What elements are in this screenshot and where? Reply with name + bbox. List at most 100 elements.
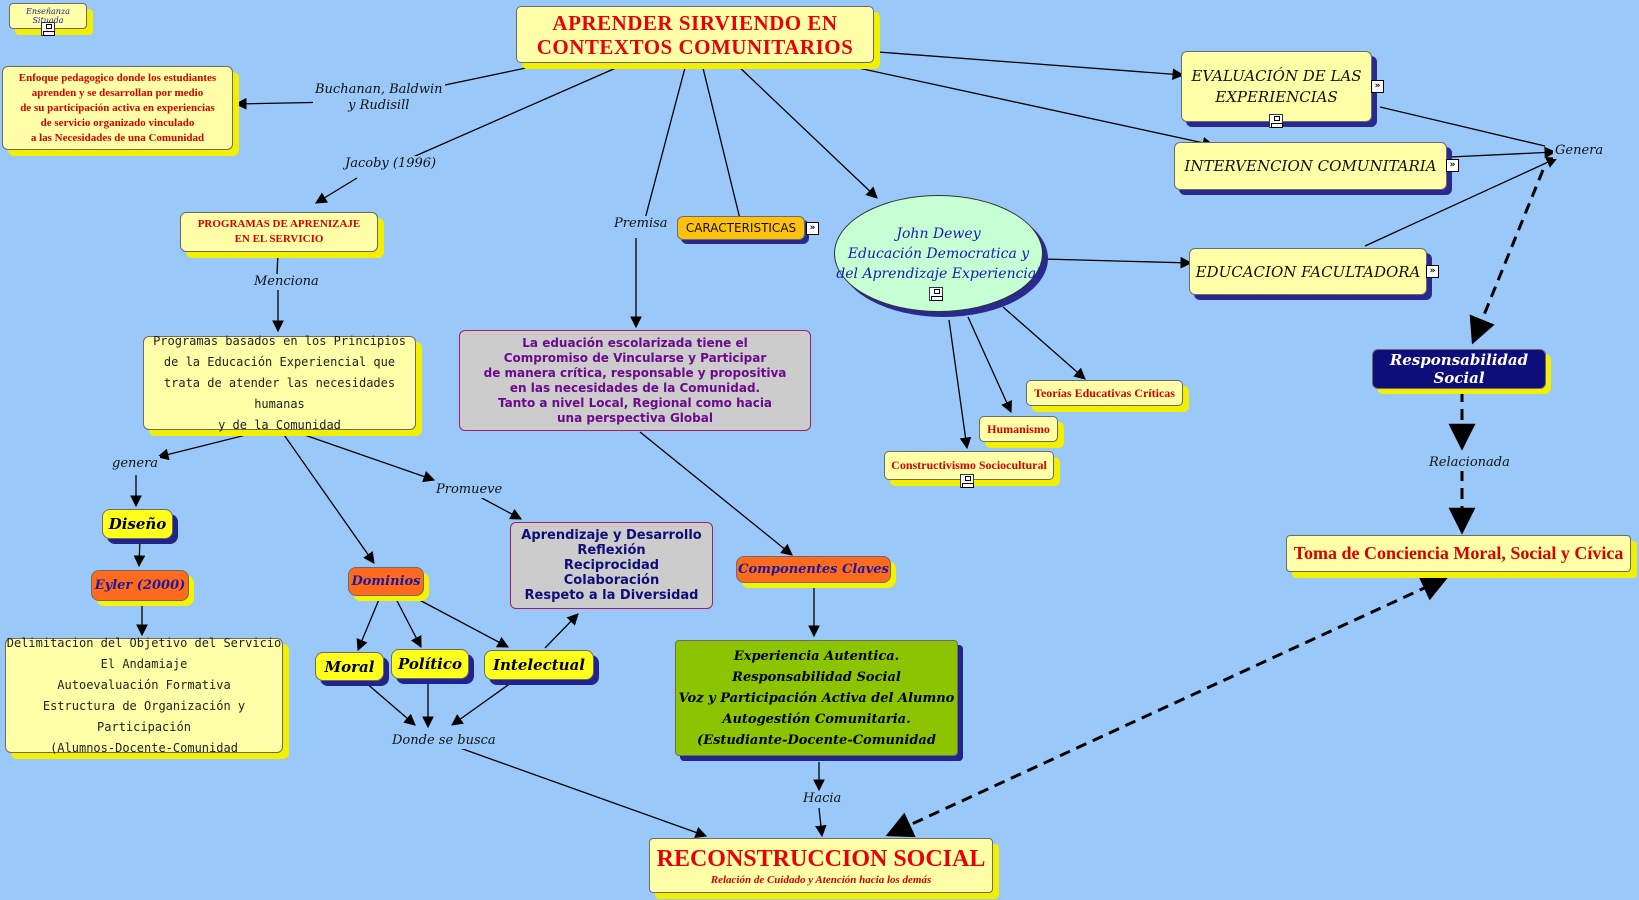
delimitacion-node[interactable]: Delimitacion del Objetivo del Servicio E… [5, 636, 283, 755]
link-label-menciona: Menciona [252, 274, 321, 290]
evaluacion-node[interactable]: EVALUACIÓN DE LAS EXPERIENCIAS [1181, 51, 1372, 122]
link-label-genera-right: Genera [1553, 143, 1606, 159]
definition-line: de servicio organizado vinculado [40, 116, 195, 129]
responsabilidad-text: Responsabilidad Social [1389, 351, 1529, 387]
intelectual-text: Intelectual [492, 656, 586, 674]
aprendizaje-line: Reciprocidad [563, 558, 660, 573]
compromiso-line: en las necesidades de la Comunidad. [509, 380, 761, 395]
experiencia-line: Voz y Participación Activa del Alumno [678, 690, 955, 706]
buchanan-line: Buchanan, Baldwin [315, 82, 443, 97]
intelectual-node[interactable]: Intelectual [484, 650, 594, 680]
submap-icon[interactable] [929, 287, 943, 301]
programas-line: PROGRAMAS DE APRENIZAJE [197, 218, 361, 230]
aprendizaje-line: Aprendizaje y Desarrollo [521, 528, 702, 543]
compromiso-line: Tanto a nivel Local, Regional como hacia [497, 395, 773, 410]
aprendizaje-line: Colaboración [563, 573, 660, 588]
link-label-hacia: Hacia [801, 791, 844, 807]
experiencia-line: Responsabilidad Social [732, 669, 901, 685]
compromiso-line: La eduación escolarizada tiene el [522, 335, 748, 350]
responsabilidad-node[interactable]: Responsabilidad Social [1372, 349, 1546, 389]
intervencion-text: INTERVENCION COMUNITARIA [1184, 157, 1437, 175]
link-label-buchanan: Buchanan, Baldwin y Rudisill [313, 82, 445, 114]
aprendizaje-node[interactable]: Aprendizaje y Desarrollo Reflexión Recip… [510, 522, 713, 609]
definition-line: Enfoque pedagogico donde los estudiantes [18, 71, 217, 84]
compromiso-node[interactable]: La eduación escolarizada tiene el Compro… [459, 330, 811, 431]
humanismo-node[interactable]: Humanismo [979, 416, 1058, 442]
programas-line: EN EL SERVICIO [234, 233, 324, 245]
reconstruccion-node[interactable]: RECONSTRUCCION SOCIAL Relación de Cuidad… [649, 838, 993, 893]
definition-line: de su participación activa en experienci… [20, 101, 215, 114]
principios-line: y de la Comunidad [218, 417, 341, 432]
definition-node[interactable]: Enfoque pedagogico donde los estudiantes… [2, 66, 233, 150]
expand-icon[interactable]: » [1371, 80, 1384, 93]
principios-node[interactable]: Programas basados en los Principios de l… [143, 334, 416, 432]
link-label-promueve: Promueve [434, 482, 505, 498]
toma-text: Toma de Conciencia Moral, Social y Cívic… [1293, 543, 1624, 563]
humanismo-text: Humanismo [987, 421, 1050, 436]
constructivismo-text: Constructivismo Sociocultural [891, 458, 1047, 472]
title-line-2: CONTEXTOS COMUNITARIOS [536, 34, 854, 59]
delimitacion-line: (Alumnos-Docente-Comunidad [50, 740, 238, 755]
delimitacion-line: El Andamiaje [100, 656, 188, 671]
dewey-line: del Aprendizaje Experiencial [836, 265, 1041, 282]
programas-node[interactable]: PROGRAMAS DE APRENIZAJE EN EL SERVICIO [180, 212, 378, 252]
dewey-line: John Dewey [896, 225, 981, 242]
politico-node[interactable]: Político [391, 649, 469, 679]
principios-line: Programas basados en los Principios [153, 333, 406, 348]
experiencia-line: (Estudiante-Docente-Comunidad [697, 732, 936, 748]
facultadora-node[interactable]: EDUCACION FACULTADORA [1189, 248, 1427, 295]
dominios-node[interactable]: Dominios [348, 567, 424, 596]
reconstruccion-title: RECONSTRUCCION SOCIAL [656, 845, 986, 872]
link-label-premisa: Premisa [612, 216, 670, 232]
submap-icon[interactable] [41, 22, 55, 36]
expand-icon[interactable]: » [1446, 159, 1459, 172]
moral-text: Moral [324, 657, 375, 676]
submap-icon[interactable] [1269, 114, 1283, 128]
eyler-node[interactable]: Eyler (2000) [91, 570, 189, 601]
delimitacion-line: Estructura de Organización y Participaci… [42, 698, 246, 734]
link-label-jacoby: Jacoby (1996) [343, 156, 439, 172]
moral-node[interactable]: Moral [315, 652, 384, 681]
toma-node[interactable]: Toma de Conciencia Moral, Social y Cívic… [1286, 535, 1631, 572]
expand-icon[interactable]: » [1426, 265, 1439, 278]
principios-line: trata de atender las necesidades humanas [163, 375, 396, 411]
componentes-node[interactable]: Componentes Claves [736, 556, 891, 583]
expand-icon[interactable]: » [806, 222, 819, 235]
caracteristicas-node[interactable]: CARACTERISTICAS [677, 216, 805, 240]
delimitacion-line: Delimitacion del Objetivo del Servicio [6, 635, 282, 650]
link-label-genera: genera [110, 456, 161, 472]
link-label-donde: Donde se busca [390, 733, 498, 749]
dewey-line: Educación Democratica y [847, 245, 1030, 262]
teorias-text: Teorías Educativas Críticas [1034, 385, 1175, 400]
buchanan-line: y Rudisill [348, 98, 410, 113]
compromiso-line: Compromiso de Vincularse y Participar [503, 350, 767, 365]
definition-line: aprenden y se desarrollan por medio [31, 86, 204, 99]
diseno-text: Diseño [108, 515, 167, 533]
experiencia-node[interactable]: Experiencia Autentica. Responsabilidad S… [675, 640, 958, 756]
aprendizaje-line: Reflexión [577, 543, 646, 558]
submap-icon[interactable] [960, 474, 974, 488]
caracteristicas-text: CARACTERISTICAS [685, 221, 797, 235]
link-label-relacionada: Relacionada [1427, 455, 1512, 471]
definition-line: a las Necesidades de una Comunidad [30, 131, 205, 144]
delimitacion-line: Autoevaluación Formativa [57, 677, 231, 692]
evaluacion-line: EXPERIENCIAS [1215, 87, 1338, 106]
title-line-1: APRENDER SIRVIENDO EN [552, 10, 838, 35]
intervencion-node[interactable]: INTERVENCION COMUNITARIA [1174, 142, 1447, 190]
dominios-text: Dominios [351, 574, 421, 589]
badge-text: Enseñanza Situada [26, 7, 70, 25]
teorias-node[interactable]: Teorías Educativas Críticas [1026, 380, 1183, 406]
diseno-node[interactable]: Diseño [102, 509, 173, 539]
compromiso-line: de manera crítica, responsable y proposi… [483, 365, 787, 380]
principios-line: de la Educación Experiencial que [163, 354, 396, 369]
title-node[interactable]: APRENDER SIRVIENDO EN CONTEXTOS COMUNITA… [516, 6, 874, 63]
reconstruccion-subtitle: Relación de Cuidado y Atención hacia los… [710, 873, 932, 886]
compromiso-line: una perspectiva Global [557, 410, 713, 425]
politico-text: Político [397, 655, 463, 673]
aprendizaje-line: Respeto a la Diversidad [524, 588, 699, 603]
facultadora-text: EDUCACION FACULTADORA [1195, 262, 1421, 281]
componentes-text: Componentes Claves [738, 562, 889, 577]
experiencia-line: Autogestión Comunitaria. [722, 711, 911, 727]
eyler-text: Eyler (2000) [94, 578, 186, 593]
